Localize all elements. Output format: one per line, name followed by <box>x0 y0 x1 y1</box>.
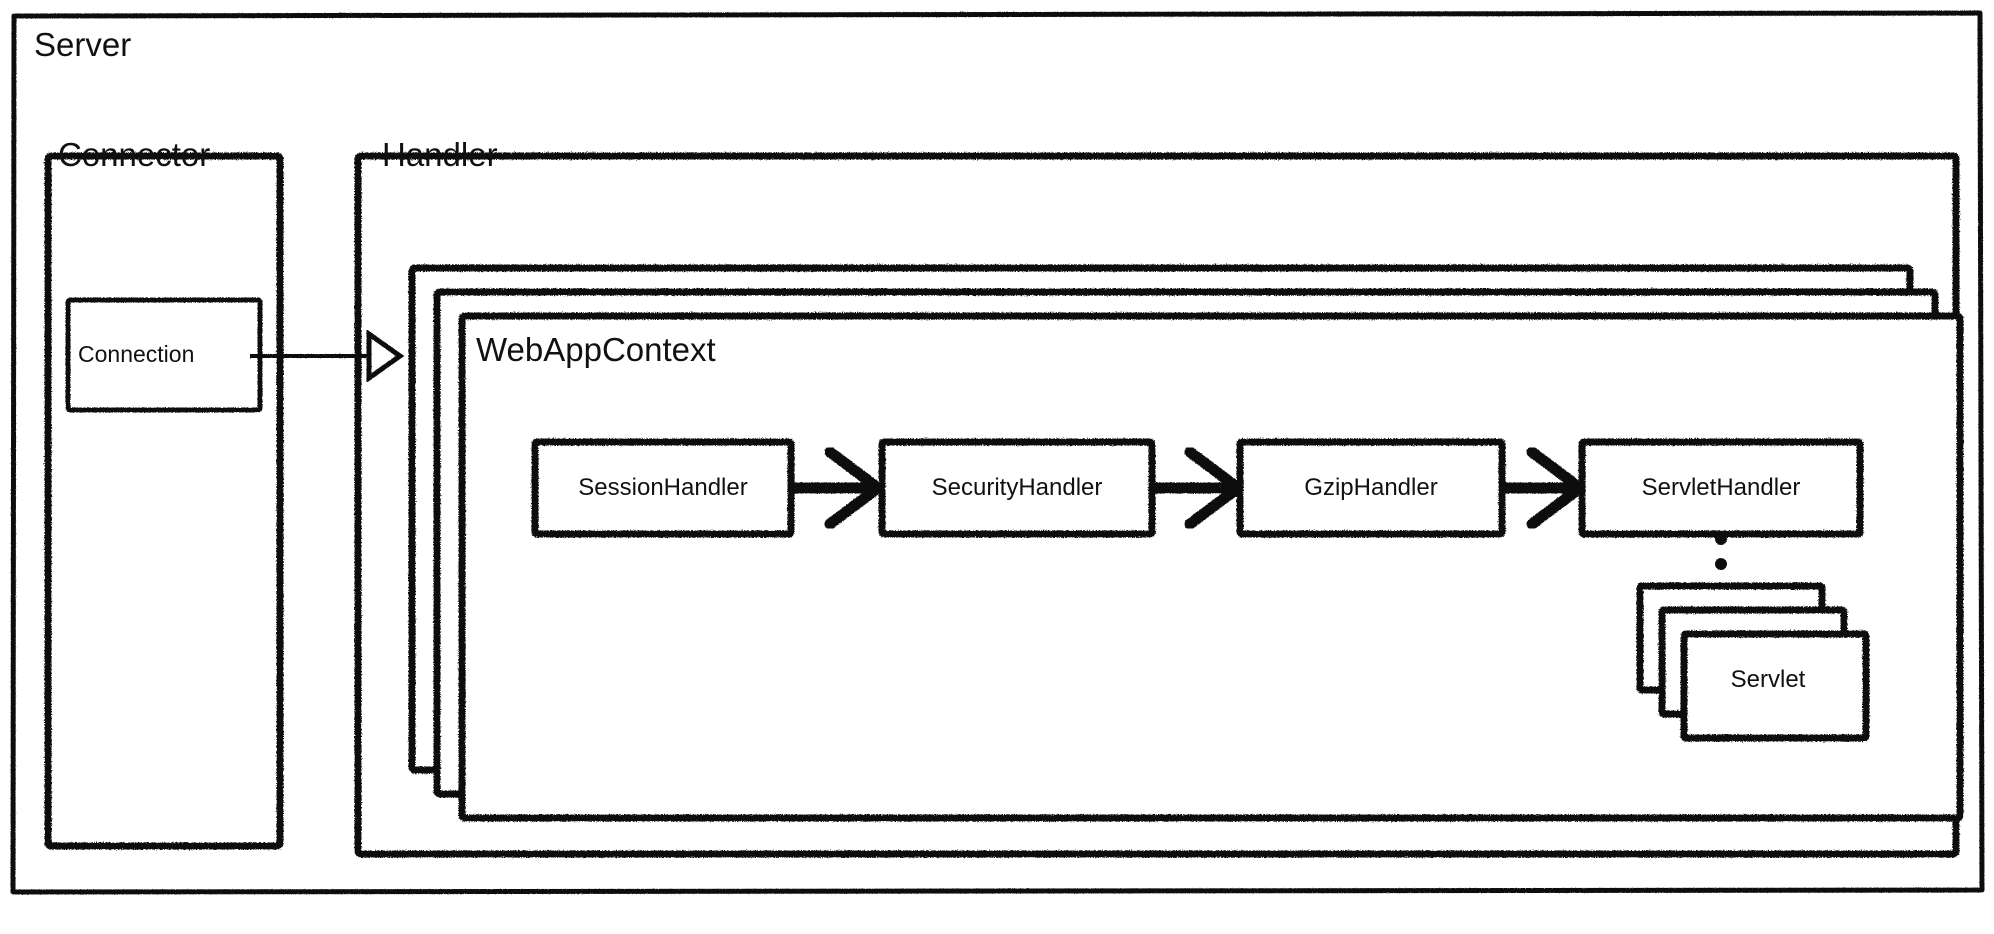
servlet-node-label: Servlet <box>1730 666 1806 693</box>
servlethandler-to-servlet-dots <box>1715 533 1727 595</box>
webappcontext-group-border <box>458 312 1964 822</box>
chain-node-security-handler: SecurityHandler <box>931 474 1103 501</box>
connector-group-label: Connector <box>58 136 211 173</box>
connector-group-border <box>44 152 284 850</box>
chain-node-gzip-handler: GzipHandler <box>1304 474 1438 501</box>
chain-arrow-security-to-gzip <box>1148 446 1244 530</box>
handler-group-label: Handler <box>382 136 498 173</box>
chain-arrow-session-to-security <box>787 446 884 530</box>
chain-node-servlet-handler: ServletHandler <box>1641 474 1801 501</box>
chain-arrow-gzip-to-servlethandler <box>1498 446 1586 530</box>
webappcontext-group-label: WebAppContext <box>476 331 716 368</box>
server-group-label: Server <box>34 26 132 63</box>
connection-to-handler-arrow <box>250 329 405 383</box>
chain-node-session-handler: SessionHandler <box>578 474 748 501</box>
connection-node-label: Connection <box>78 341 195 367</box>
